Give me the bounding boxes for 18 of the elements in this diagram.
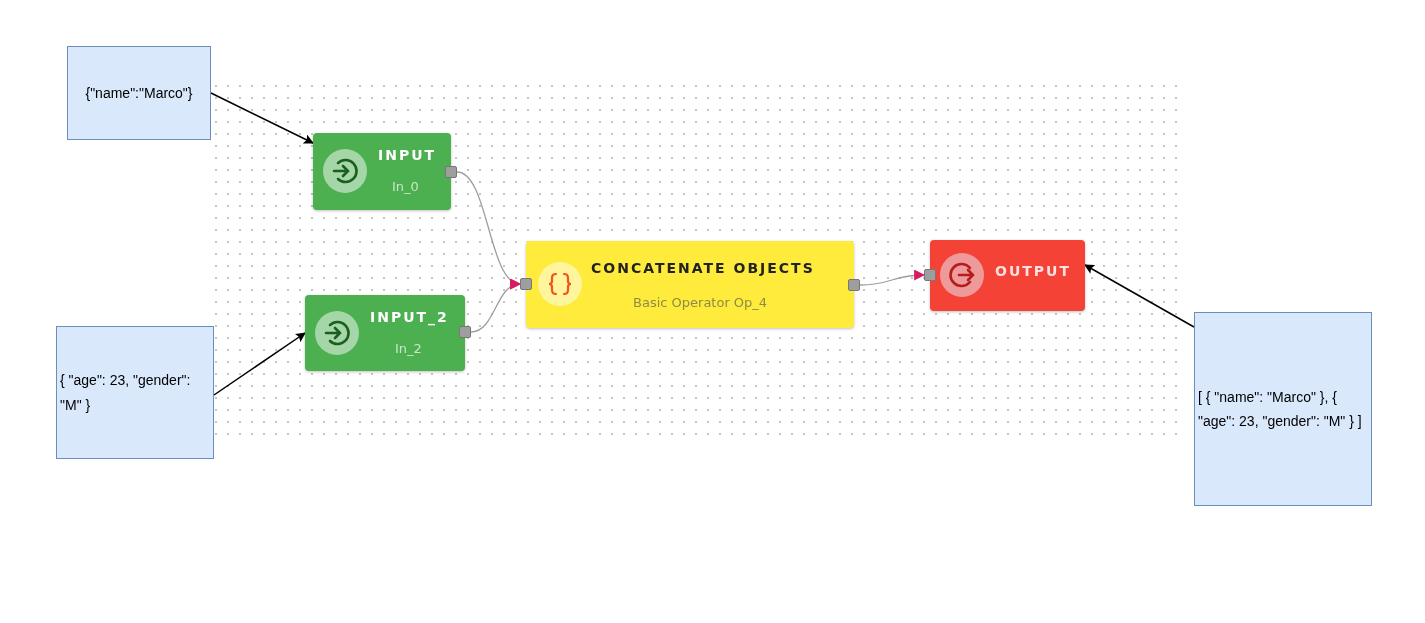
node-subtitle: In_0 <box>392 179 419 194</box>
arrow <box>213 332 306 396</box>
node-subtitle: Basic Operator Op_4 <box>633 295 768 310</box>
json-text: { "age": 23, "gender": "M" } <box>60 371 192 415</box>
node-title: OUTPUT <box>995 263 1071 279</box>
note-box <box>1194 312 1372 506</box>
node-title: INPUT <box>378 147 437 163</box>
note-box <box>56 326 214 459</box>
connector-curve <box>859 269 926 286</box>
json-text: {"name":"Marco"} <box>85 83 193 103</box>
arrow <box>210 92 314 144</box>
connector-curve <box>470 280 522 333</box>
node-title: INPUT_2 <box>370 309 449 325</box>
note-box <box>67 46 211 140</box>
arrow <box>1084 264 1195 328</box>
node-subtitle: In_2 <box>395 341 422 356</box>
node-title: CONCATENATE OBJECTS <box>591 260 815 276</box>
json-text: [ { "name": "Marco" }, { "age": 23, "gender": "M" } ] <box>1198 387 1363 431</box>
